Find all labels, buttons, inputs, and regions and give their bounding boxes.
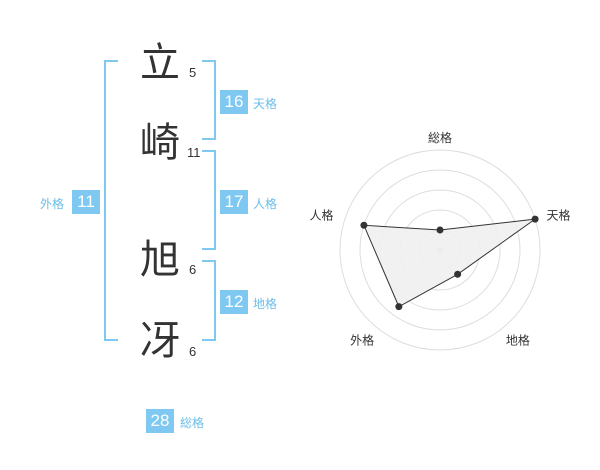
chikaku-value: 12 [220, 290, 248, 314]
radar-grid-ring [339, 149, 541, 351]
gaikaku-value: 11 [72, 190, 100, 214]
soukaku-label: 総格 [180, 416, 205, 430]
chikaku-bracket [202, 260, 216, 341]
radar-series-area [363, 218, 536, 308]
name-char-4: 冴 [140, 318, 180, 364]
radar-point-3 [454, 270, 462, 278]
radar-point-2 [531, 215, 539, 223]
gaikaku-bracket [104, 60, 118, 341]
radar-axis-label: 外格 [350, 333, 374, 348]
stroke-count-2: 11 [187, 145, 201, 160]
soukaku-value: 28 [146, 409, 174, 433]
radar-axis-label: 人格 [309, 207, 333, 222]
radar-axis-label: 総格 [428, 130, 452, 145]
radar-point-4 [395, 303, 403, 311]
name-char-1: 立 [140, 40, 180, 86]
tenkaku-value: 16 [220, 90, 248, 114]
tenkaku-bracket [202, 60, 216, 140]
stroke-count-1: 5 [189, 65, 197, 80]
jinkaku-label: 人格 [253, 197, 278, 211]
tenkaku-label: 天格 [253, 97, 278, 111]
name-char-3: 旭 [140, 237, 180, 283]
stroke-count-4: 6 [189, 344, 197, 359]
name-char-2: 崎 [140, 120, 180, 166]
stroke-count-3: 6 [189, 262, 197, 277]
gaikaku-label: 外格 [40, 197, 65, 211]
radar-axis-label: 地格 [506, 333, 530, 348]
chikaku-label: 地格 [253, 297, 278, 311]
radar-grid-ring [359, 169, 521, 331]
radar-point-5 [360, 221, 368, 229]
radar-axis-label: 天格 [547, 207, 571, 222]
jinkaku-bracket [202, 150, 216, 250]
jinkaku-value: 17 [220, 190, 248, 214]
radar-point-1 [436, 226, 444, 234]
